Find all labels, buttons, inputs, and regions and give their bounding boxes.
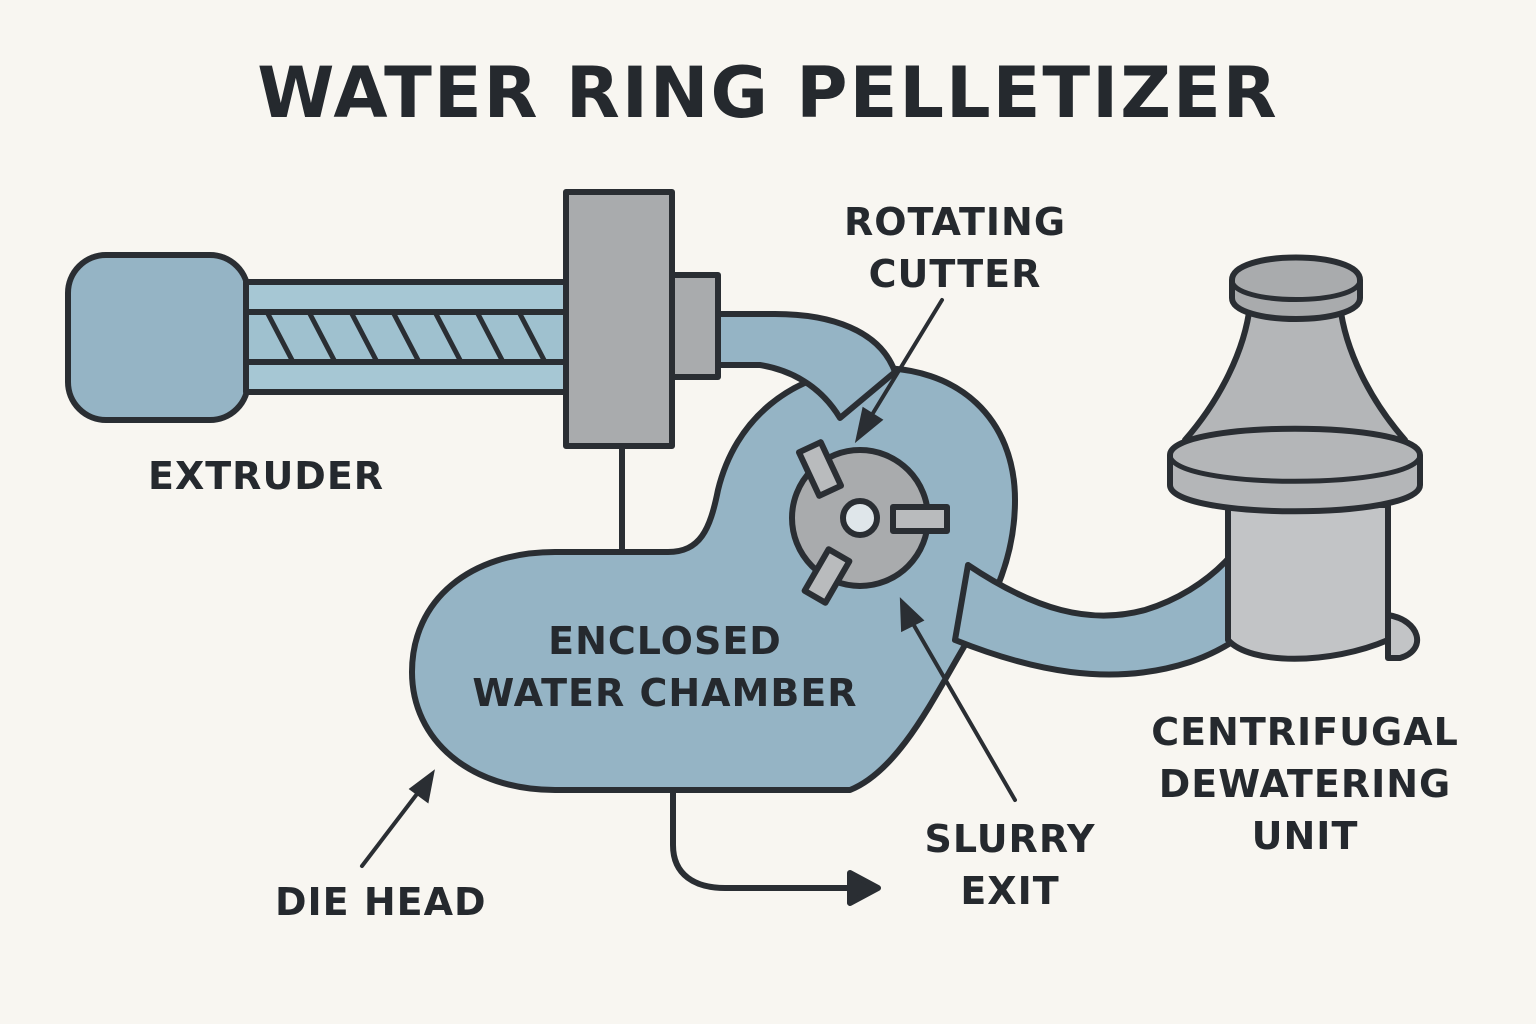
dewatering-cap	[1229, 254, 1363, 322]
dewatering-cone	[1182, 302, 1408, 443]
slurry-pointer-line	[910, 620, 1017, 802]
cutter-pointer-line	[868, 298, 944, 420]
label-dewatering-line3: UNIT	[1251, 814, 1359, 858]
label-enclosed-water-chamber-line2: WATER CHAMBER	[472, 671, 858, 715]
rotating-cutter	[789, 439, 950, 606]
die-flange	[665, 272, 721, 380]
label-dewatering-line2: DEWATERING	[1158, 762, 1452, 806]
label-centrifugal-dewatering-unit: CENTRIFUGAL DEWATERING UNIT	[1140, 706, 1470, 862]
die-head-pointer-line	[360, 788, 422, 868]
label-extruder: EXTRUDER	[148, 454, 385, 498]
screw-flights	[265, 311, 547, 363]
water-chamber-body	[409, 364, 1018, 793]
dewatering-lower-body	[1225, 502, 1391, 662]
label-rotating-cutter-line1: ROTATING	[843, 200, 1067, 244]
label-rotating-cutter-line2: CUTTER	[868, 252, 1042, 296]
dewatering-cap-top	[1229, 277, 1363, 302]
label-enclosed-water-chamber-line1: ENCLOSED	[548, 619, 782, 663]
extruder-motor	[65, 252, 251, 423]
dewatering-flange-top	[1167, 452, 1423, 484]
label-slurry-exit: SLURRY EXIT	[905, 813, 1115, 917]
cutter-pointer-head	[854, 406, 884, 444]
label-rotating-cutter: ROTATING CUTTER	[835, 196, 1075, 300]
label-dewatering-line1: CENTRIFUGAL	[1151, 710, 1459, 754]
dewatering-flange	[1167, 425, 1423, 515]
label-enclosed-water-chamber: ENCLOSED WATER CHAMBER	[470, 615, 860, 719]
label-slurry-exit-line2: EXIT	[960, 869, 1060, 913]
label-die-head: DIE HEAD	[275, 880, 487, 924]
diagram-title: WATER RING PELLETIZER	[257, 52, 1279, 134]
slurry-pointer-head	[899, 597, 925, 633]
slurry-exit-arrowhead	[847, 870, 881, 906]
die-plate	[563, 189, 675, 449]
slurry-exit-pipe	[670, 789, 858, 891]
dewatering-foot	[1385, 612, 1421, 661]
die-head-pointer-head	[408, 769, 435, 804]
label-slurry-exit-line1: SLURRY	[924, 817, 1096, 861]
melt-feed-pipe	[712, 311, 898, 421]
